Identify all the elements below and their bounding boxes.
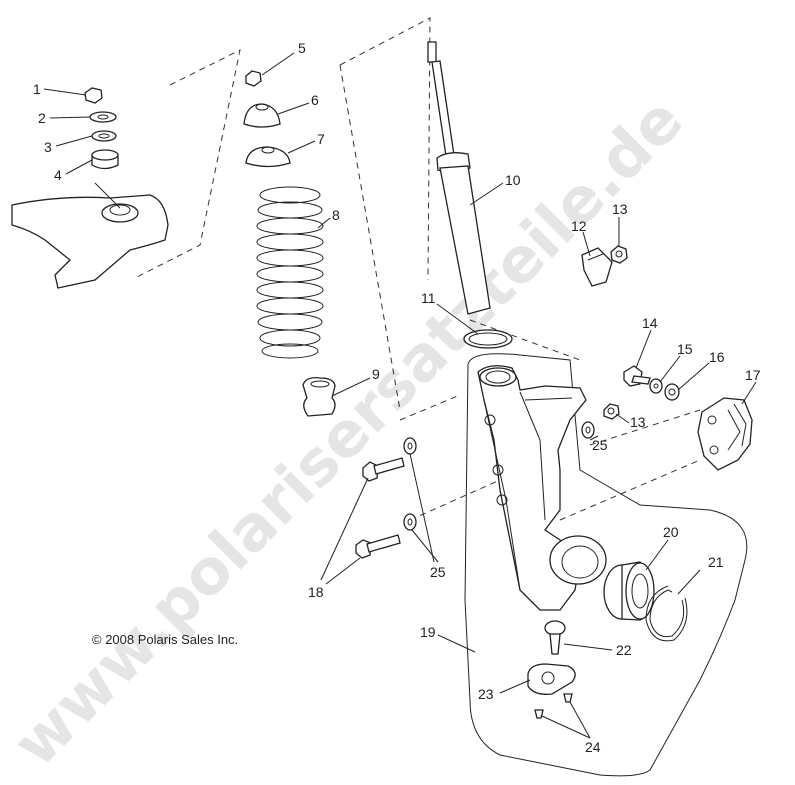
- washer-2: [89, 111, 117, 123]
- shock-absorber-10: [427, 41, 491, 315]
- callout-13-lower: 13: [630, 414, 646, 430]
- plate-23: [527, 663, 576, 695]
- coil-spring: [256, 186, 324, 359]
- clip-12: [581, 247, 613, 287]
- callout-16: 16: [709, 349, 725, 365]
- bearing-20: [603, 561, 655, 621]
- nut-13-lower: [603, 403, 620, 420]
- callout-22: 22: [616, 642, 632, 658]
- nut-1: [84, 87, 103, 104]
- nut-5: [245, 70, 262, 87]
- ball-joint-22: [544, 620, 566, 655]
- callout-10: 10: [505, 172, 521, 188]
- callout-6: 6: [311, 92, 319, 108]
- bump-stop-9: [302, 377, 336, 417]
- callout-12: 12: [571, 218, 587, 234]
- callout-5: 5: [298, 40, 306, 56]
- callout-17: 17: [745, 367, 761, 383]
- screws-24: [534, 693, 573, 719]
- callout-13-upper: 13: [612, 201, 628, 217]
- spring-top-parts: [243, 70, 291, 168]
- callout-1: 1: [33, 81, 41, 97]
- callout-15: 15: [677, 341, 693, 357]
- callout-19: 19: [420, 624, 436, 640]
- washer-15: [649, 378, 663, 394]
- callout-25-left: 25: [430, 564, 446, 580]
- o-ring-11: [463, 329, 513, 349]
- callout-8: 8: [332, 207, 340, 223]
- bolt-14: [623, 365, 651, 387]
- callout-25-right: 25: [592, 437, 608, 453]
- top-mount-stack: [84, 87, 119, 170]
- callout-4: 4: [54, 167, 62, 183]
- upper-frame-arm: [11, 182, 169, 289]
- steering-knuckle: [477, 365, 607, 611]
- callout-24: 24: [585, 739, 601, 755]
- washer-25-left: [403, 437, 417, 531]
- washer-3: [91, 130, 117, 142]
- callout-9: 9: [372, 366, 380, 382]
- bolt-18-lower: [355, 534, 401, 559]
- assembly-guides: [134, 17, 701, 521]
- callout-7: 7: [317, 131, 325, 147]
- washer-25-right: [581, 421, 595, 439]
- callout-20: 20: [663, 524, 679, 540]
- callout-11: 11: [421, 290, 436, 306]
- knuckle-assembly-outline: [464, 353, 748, 777]
- spring-seat-6: [243, 103, 281, 128]
- callout-18: 18: [308, 584, 324, 600]
- callout-labels: 1 2 3 4 5 6 7 8 9 10 12 13 11 14 15 16 1…: [33, 40, 761, 755]
- callout-2: 2: [38, 110, 46, 126]
- callout-23: 23: [478, 686, 494, 702]
- nut-13-upper: [610, 245, 628, 264]
- callout-14: 14: [642, 315, 658, 331]
- callout-3: 3: [44, 139, 52, 155]
- bolt-18-upper: [362, 457, 405, 482]
- leader-lines: [43, 52, 757, 739]
- copyright-notice: © 2008 Polaris Sales Inc.: [92, 632, 238, 647]
- snap-ring-21: [645, 585, 688, 642]
- callout-21: 21: [708, 554, 724, 570]
- spring-seat-7: [245, 146, 291, 168]
- washer-16: [664, 383, 680, 401]
- caliper-17: [697, 397, 753, 471]
